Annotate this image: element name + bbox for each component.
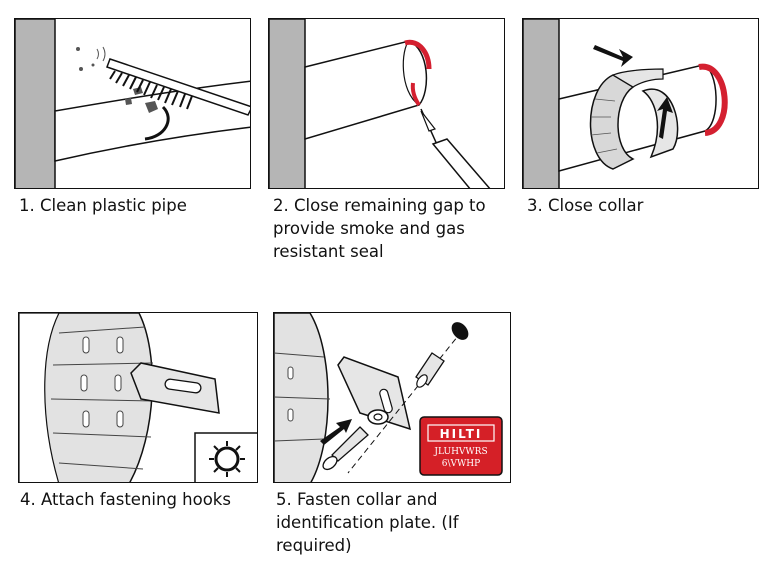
screw-icon [322,426,369,471]
hook-icon [130,362,220,414]
step-3-illustration [522,18,759,189]
plate-line-1: JLUHVWRS [433,447,487,457]
brush-icon [106,58,250,141]
step-5-caption: 5. Fasten collar and identification plat… [276,490,459,555]
step-4-illustration [18,312,258,483]
step-4-caption: 4. Attach fastening hooks [20,490,231,509]
wall-icon [15,19,56,188]
step-3-caption: 3. Close collar [527,196,644,215]
arrow-icon [320,419,352,445]
identification-plate-icon: HILTI JLUHVWRS 6\VWHP [419,416,503,476]
step-2-caption: 2. Close remaining gap to provide smoke … [273,196,486,261]
washer-icon [367,409,389,425]
step-2-illustration [268,18,505,189]
step-1-caption: 1. Clean plastic pipe [19,196,187,215]
anchor-cap-icon [451,322,469,340]
collar-icon [274,313,331,482]
sealant-gun-icon [420,108,491,188]
plate-line-2: 6\VWHP [442,459,480,469]
step-1-illustration [14,18,251,189]
wall-icon [523,19,560,188]
arrow-icon [593,45,673,139]
pipe-icon [304,39,432,141]
wall-icon [269,19,306,188]
debris-icon [76,46,158,113]
hook-layout-icon [194,432,257,482]
plate-brand: HILTI [440,427,483,441]
anchor-icon [415,352,445,388]
step-5-illustration: HILTI JLUHVWRS 6\VWHP [273,312,511,483]
pipe-icon [54,80,250,162]
collar-icon [19,313,156,482]
